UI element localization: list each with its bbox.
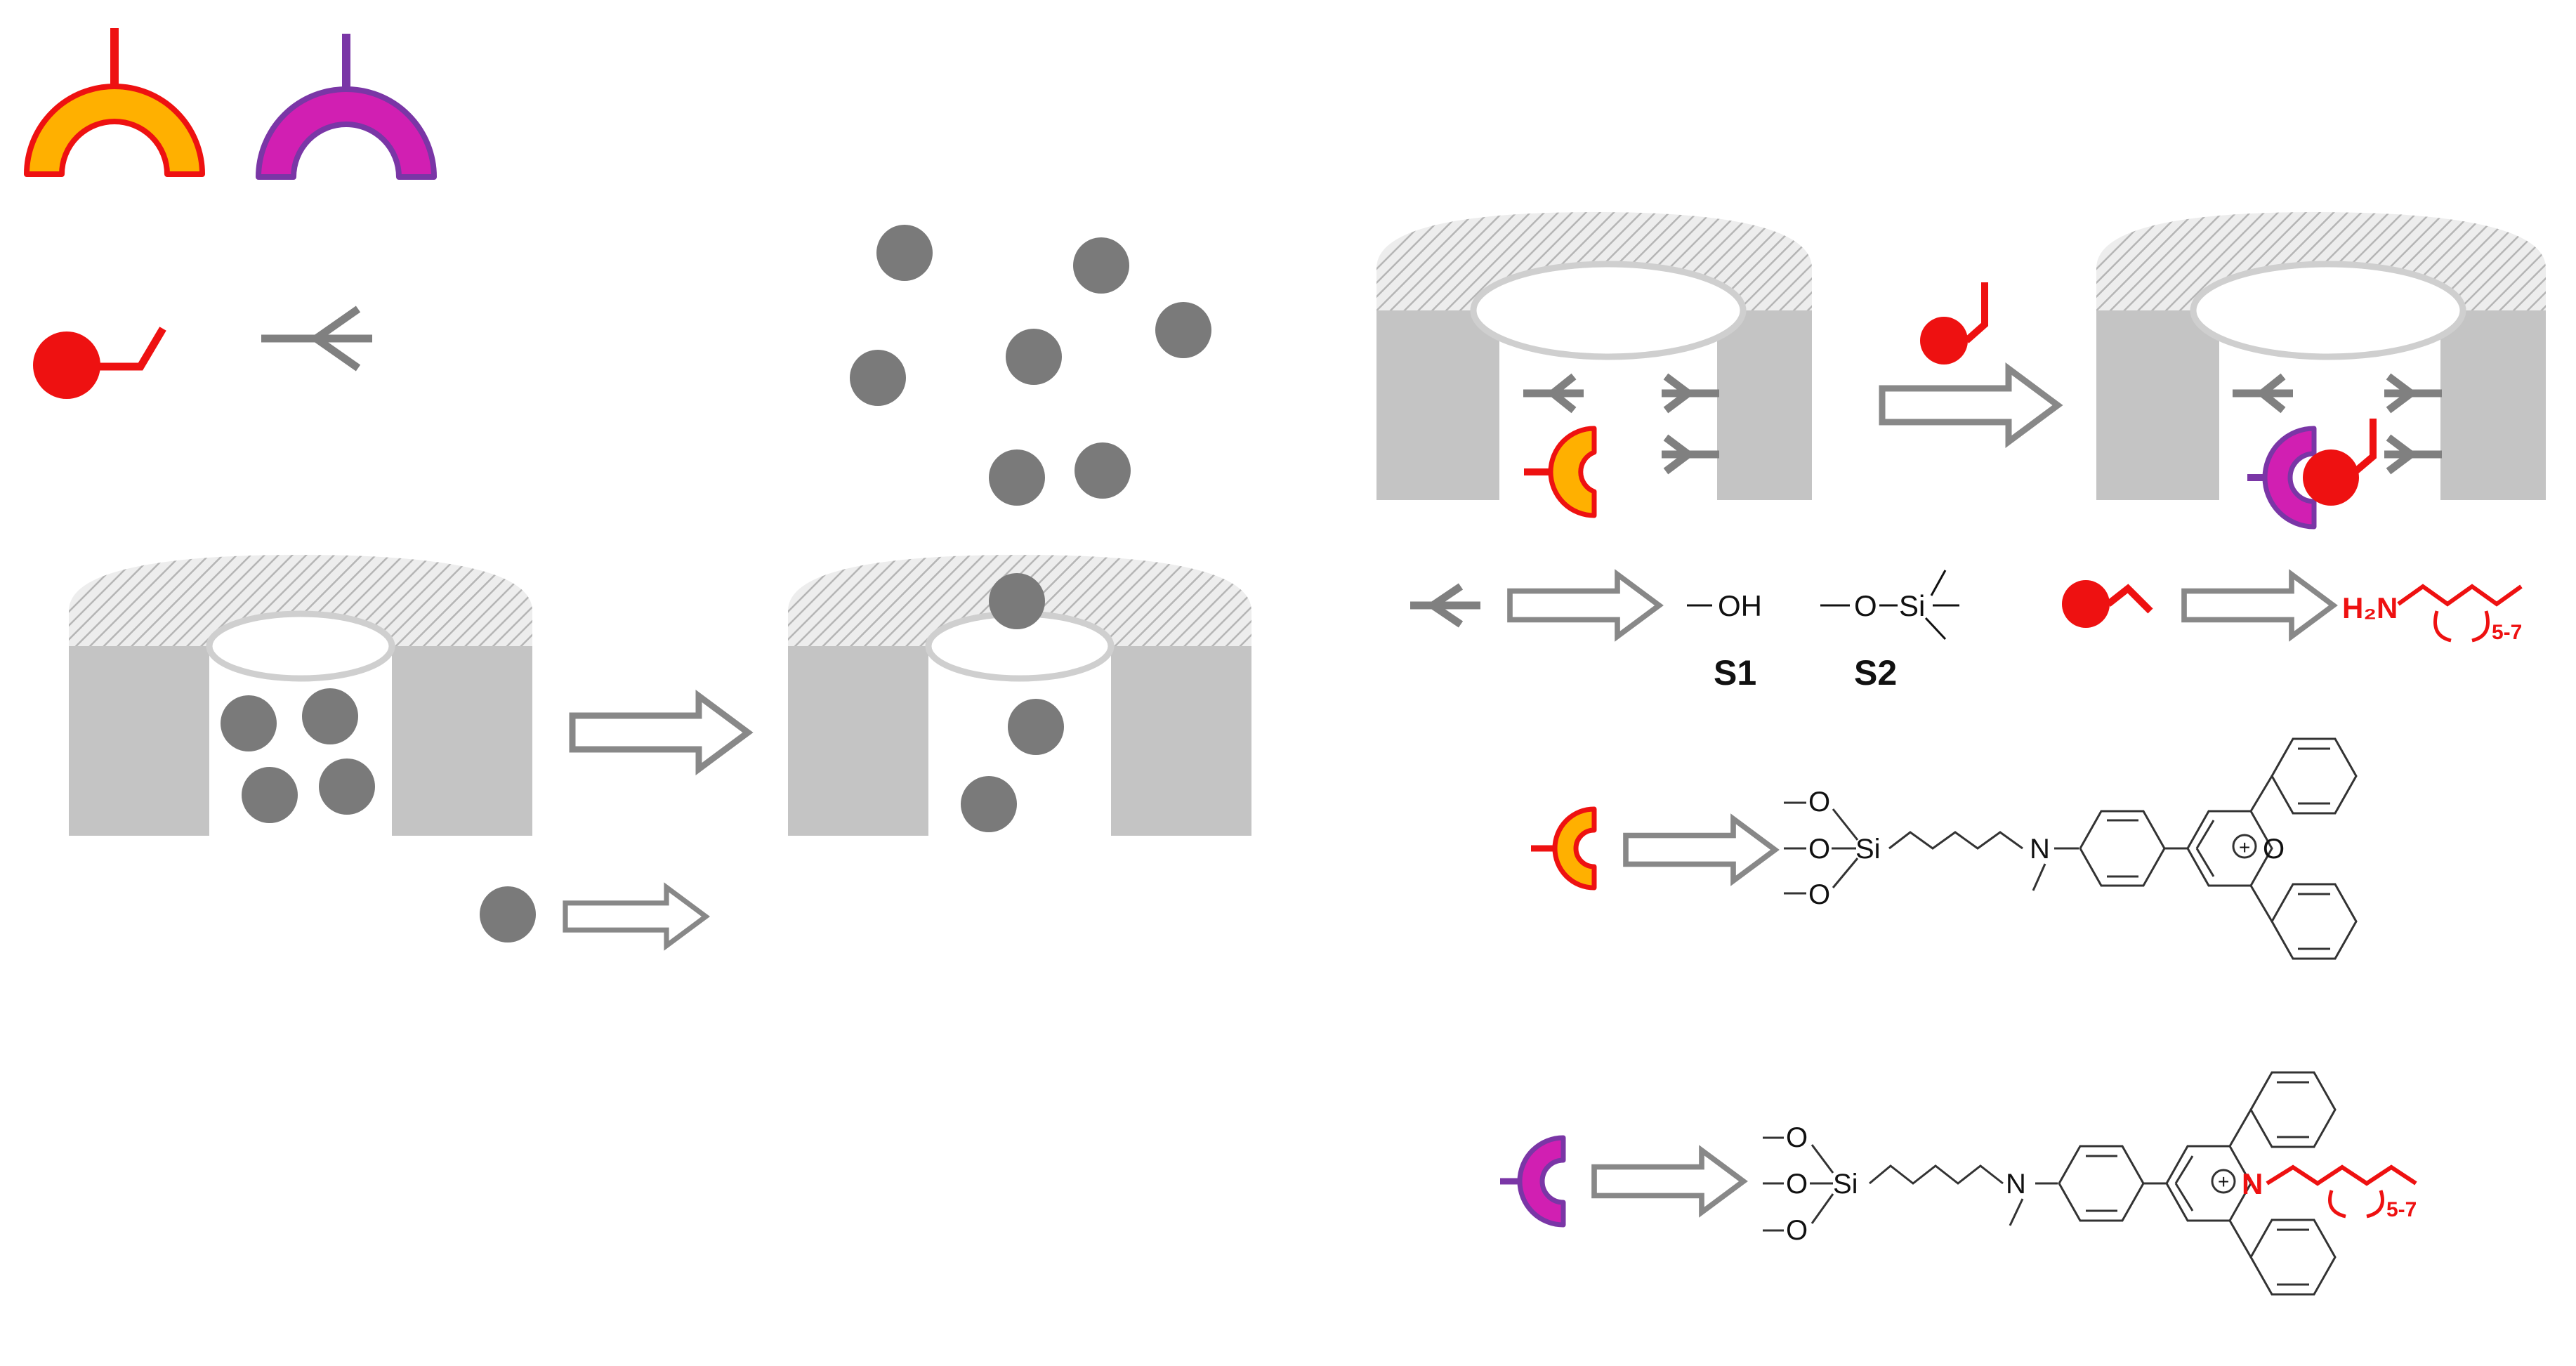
receptor-yellow — [1524, 426, 1597, 518]
o-atom: O — [1808, 787, 1830, 817]
alkyl-chain-length: 5-7 — [2386, 1198, 2417, 1221]
amine-binding-arrow — [1882, 282, 2058, 442]
o-atom: O — [1808, 834, 1830, 865]
amine-h2n: H₂N — [2342, 591, 2398, 624]
red-yellow-half-ring-icon — [24, 28, 205, 177]
o-atom: O — [1786, 1215, 1808, 1246]
positive-charge: + — [2239, 836, 2250, 858]
ring-nitrogen: N — [2242, 1167, 2263, 1200]
o-atom: O — [1786, 1169, 1808, 1200]
n-atom: N — [2030, 834, 2050, 865]
purple-magenta-half-ring-icon — [256, 34, 437, 180]
si-atom: Si — [1855, 834, 1881, 865]
legend — [24, 28, 437, 399]
n-atom: N — [2006, 1169, 2026, 1200]
yellow-receptor-structure: O O O Si N + O — [1531, 737, 2358, 960]
amine-chain-length: 5-7 — [2492, 621, 2522, 644]
si-atom: Si — [1833, 1169, 1858, 1200]
o-atom: O — [1808, 879, 1830, 910]
capping-group-definition: OH S1 O Si S2 — [1410, 570, 1959, 692]
cargo-legend — [480, 886, 706, 946]
magenta-receptor-structure: 5-7 O O O Si N + N — [1500, 1071, 2417, 1296]
red-ball-stick-icon — [33, 327, 166, 399]
pore-with-receptor — [1376, 212, 1812, 518]
gray-sphere-icon — [319, 758, 375, 815]
positive-charge: + — [2218, 1171, 2229, 1193]
gray-sphere-icon — [242, 767, 298, 823]
o-atom: O — [1786, 1122, 1808, 1153]
pore-with-bound-amine — [2096, 212, 2546, 530]
ring-oxygen: O — [2263, 834, 2285, 865]
s2-label: S2 — [1854, 653, 1897, 692]
s1-formula: OH — [1718, 589, 1762, 622]
s2-oxygen: O — [1854, 589, 1877, 622]
gray-sphere-icon — [221, 695, 277, 751]
s2-silicon: Si — [1899, 589, 1925, 622]
pore-loaded — [69, 555, 532, 836]
s1-label: S1 — [1714, 653, 1756, 692]
gray-sphere-icon — [302, 688, 358, 744]
gray-fork-icon — [261, 306, 372, 372]
released-cargo — [850, 225, 1211, 832]
release-arrow — [572, 696, 748, 769]
receptor-magenta-bound — [2247, 419, 2377, 530]
amine-definition: H₂N 5-7 — [2062, 574, 2523, 644]
